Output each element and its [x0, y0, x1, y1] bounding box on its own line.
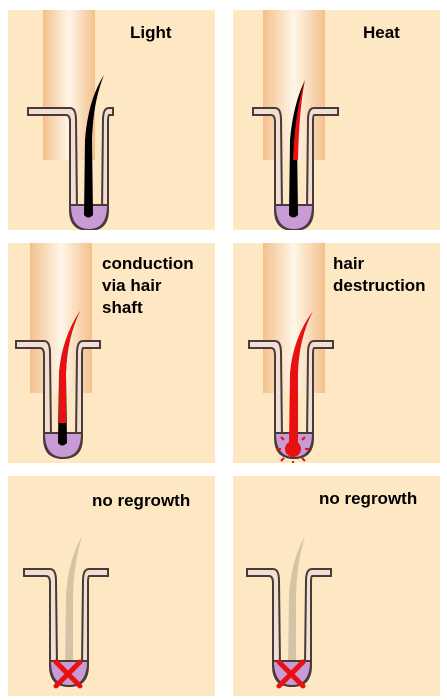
panel-destruction-illustration [248, 243, 334, 463]
panel-conduction: conduction via hair shaft [8, 243, 215, 463]
panel-no-regrowth-2-illustration [246, 536, 332, 689]
heated-hair-icon [59, 311, 80, 423]
heated-hair-icon [293, 80, 305, 160]
panel-no-regrowth-2-label: no regrowth [319, 489, 418, 508]
hair-bulb-icon [42, 432, 84, 460]
panel-conduction-label: conduction via hair shaft [102, 254, 194, 317]
red-cross-icon [53, 659, 83, 689]
panel-destruction-label: hair destruction [333, 254, 426, 295]
panel-no-regrowth-1: no regrowth [8, 476, 215, 696]
hair-bulb-icon [68, 204, 110, 230]
red-cross-icon [276, 659, 306, 689]
panel-heat-illustration [252, 10, 339, 230]
faded-hair-icon [288, 536, 305, 671]
panel-no-regrowth-1-label: no regrowth [92, 491, 191, 510]
burst-icon [277, 433, 309, 463]
panel-light-label: Light [130, 23, 172, 42]
faded-hair-icon [65, 536, 82, 671]
hair-shaft-icon [84, 75, 104, 218]
panel-heat-label: Heat [363, 23, 400, 42]
panel-light: Light [8, 10, 215, 230]
panel-conduction-illustration [15, 243, 101, 460]
panel-destruction: hair destruction [233, 243, 440, 463]
panel-no-regrowth-2: no regrowth [233, 476, 440, 696]
heated-hair-icon [289, 311, 313, 446]
panel-no-regrowth-1-illustration [23, 536, 109, 689]
panel-light-illustration [27, 10, 114, 230]
panel-heat: Heat [233, 10, 440, 230]
hair-bulb-icon [273, 204, 315, 230]
